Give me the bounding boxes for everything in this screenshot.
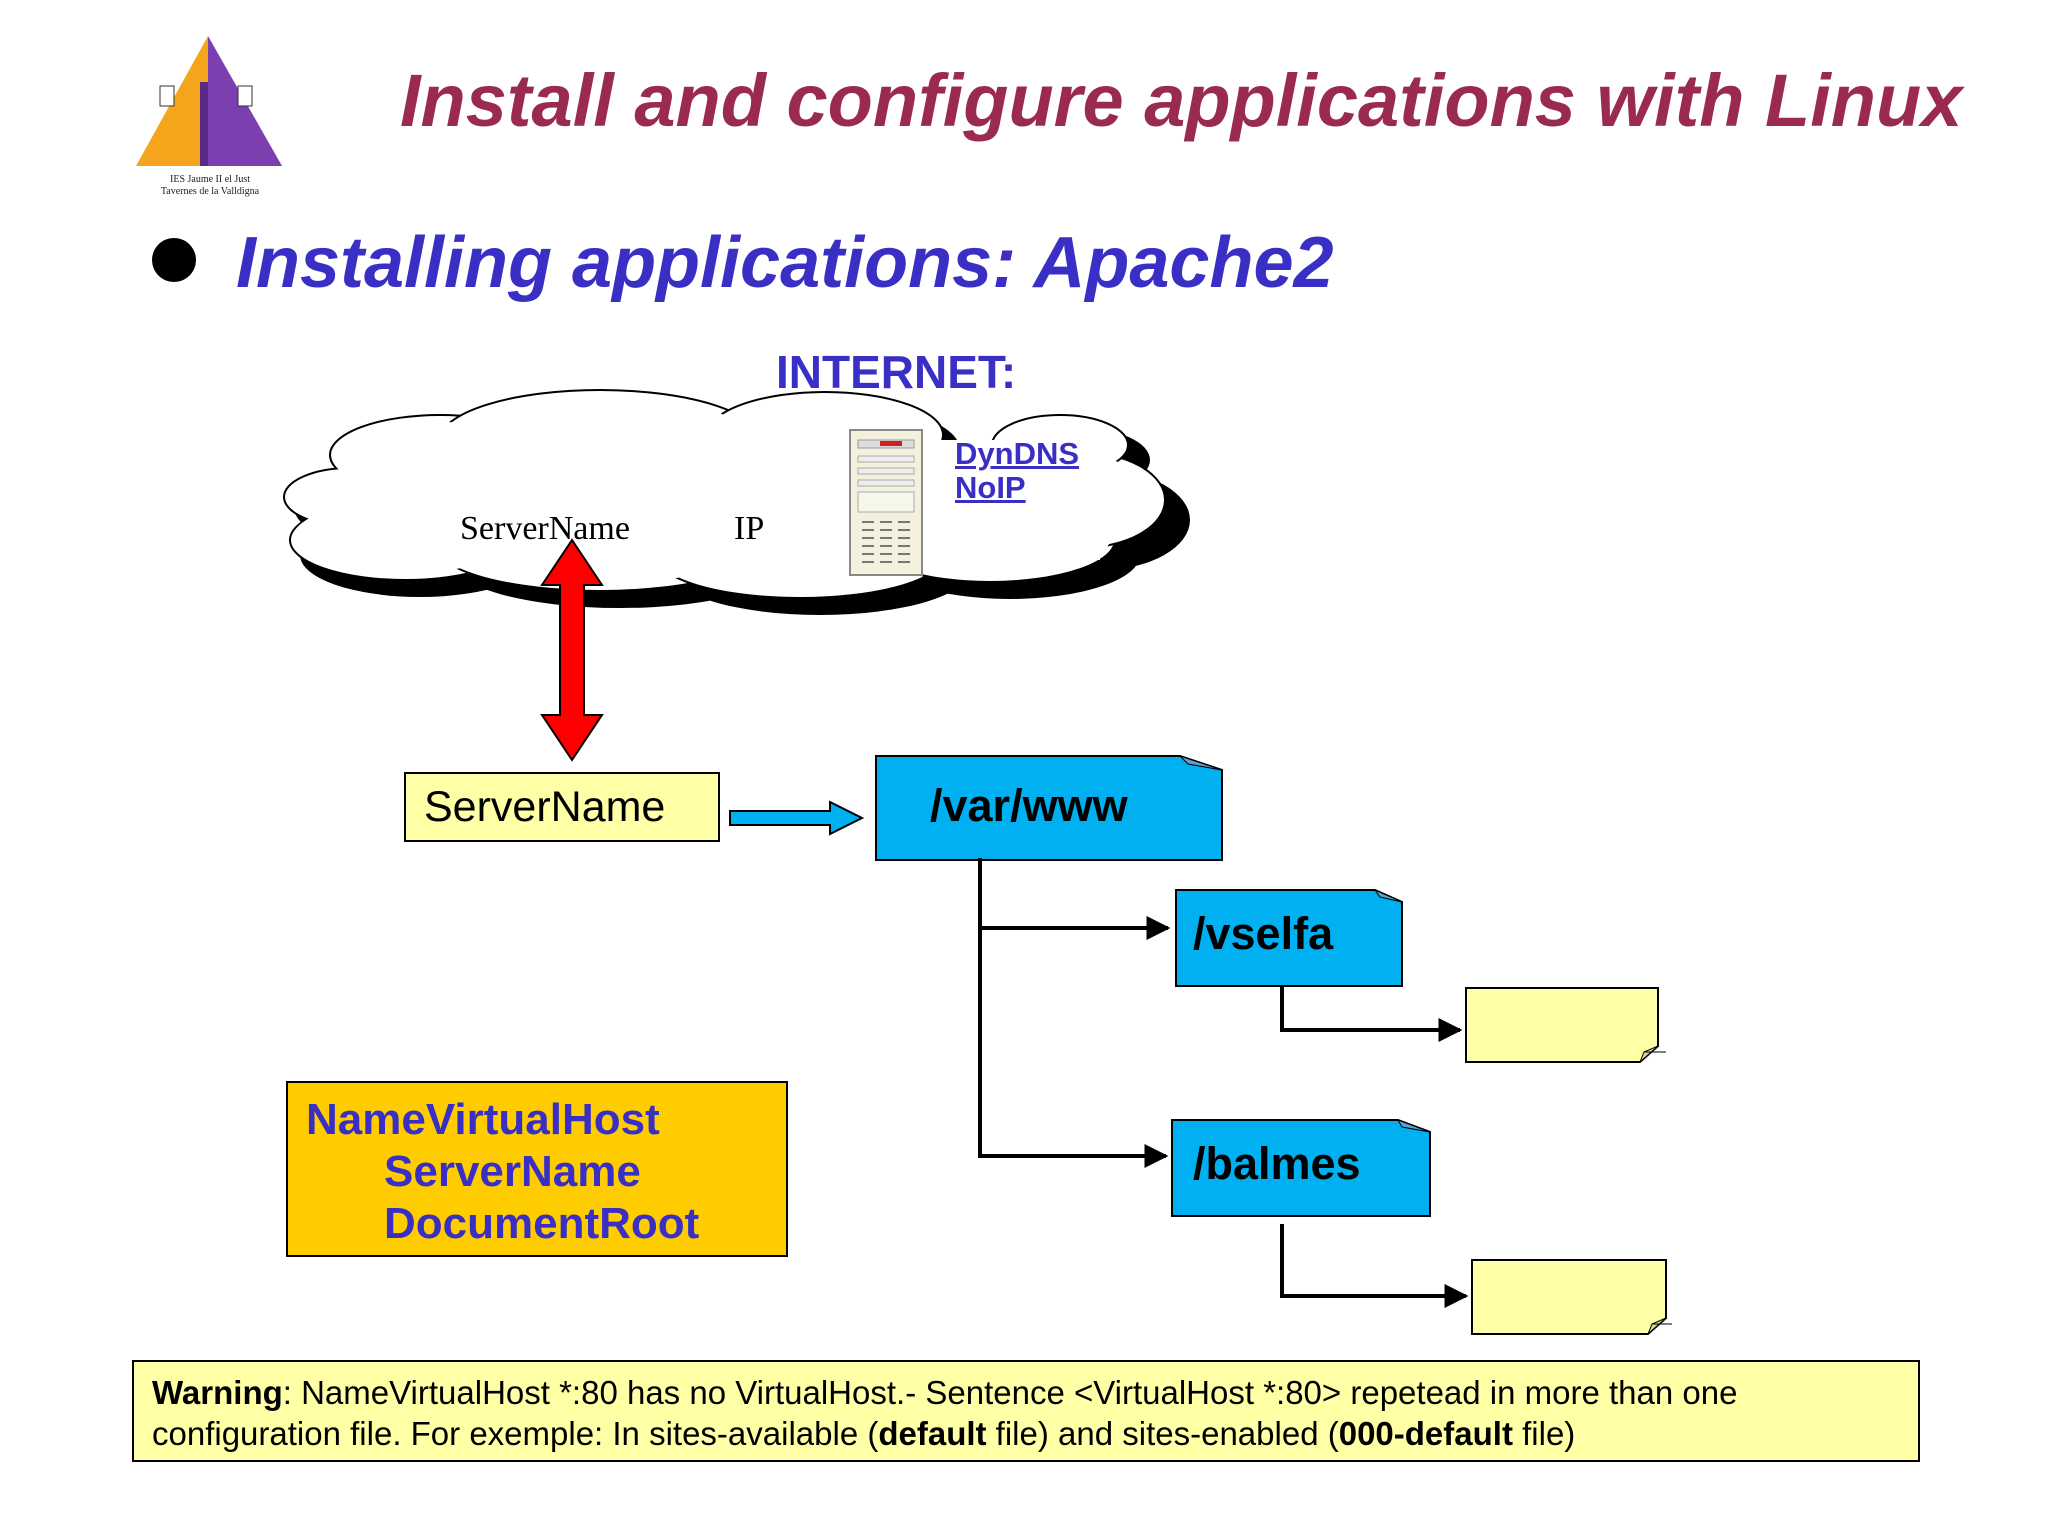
logo-window-right <box>237 85 253 107</box>
server-tower-icon <box>849 429 923 576</box>
cloud-servername-label: ServerName <box>460 510 630 547</box>
warning-bold-000-default: 000-default <box>1338 1415 1513 1452</box>
red-double-arrow <box>540 538 604 762</box>
warning-text-3: file) <box>1512 1415 1576 1452</box>
noip-link[interactable]: NoIP <box>955 470 1026 505</box>
note-box-1 <box>1465 987 1666 1063</box>
folder-var-www-label: /var/www <box>930 780 1128 831</box>
internet-cloud-fill <box>291 397 1159 590</box>
folder-vselfa <box>1175 888 1403 987</box>
logo-window-left <box>159 85 175 107</box>
dyndns-link[interactable]: DynDNS <box>955 436 1080 471</box>
blue-right-arrow <box>729 800 865 836</box>
internet-label: INTERNET: <box>776 346 1017 398</box>
warning-text-2: file) and sites-enabled ( <box>986 1415 1339 1452</box>
warning-text-1: : NameVirtualHost *:80 has no VirtualHos… <box>152 1374 1738 1452</box>
folder-var-www <box>875 755 1223 861</box>
logo-caption-line1: IES Jaume II el Just <box>170 174 250 185</box>
tree-connectors <box>978 858 1469 1308</box>
logo-caption-line2: Tavernes de la Valldigna <box>161 186 260 197</box>
bullet-icon <box>152 238 196 282</box>
folder-balmes-label: /balmes <box>1193 1138 1361 1189</box>
virtualhost-directives-box: NameVirtualHost ServerName DocumentRoot <box>286 1081 788 1257</box>
directive-namevirtualhost: NameVirtualHost <box>306 1095 660 1144</box>
directive-servername: ServerName <box>384 1147 641 1196</box>
servername-box: ServerName <box>404 772 720 842</box>
folder-balmes <box>1171 1119 1431 1217</box>
warning-box: Warning: NameVirtualHost *:80 has no Vir… <box>132 1360 1920 1462</box>
logo-center-bar <box>200 82 208 166</box>
directive-documentroot: DocumentRoot <box>384 1199 700 1248</box>
warning-bold-default: default <box>878 1415 987 1452</box>
warning-label: Warning <box>152 1374 283 1411</box>
cloud-ip-label: IP <box>734 510 765 547</box>
slide-title: Install and configure applications with … <box>400 59 1963 142</box>
note-box-2 <box>1471 1259 1672 1335</box>
slide-subtitle: Installing applications: Apache2 <box>236 223 1334 303</box>
folder-vselfa-label: /vselfa <box>1193 908 1334 959</box>
school-logo: IES Jaume II el Just Tavernes de la Vall… <box>136 36 282 197</box>
